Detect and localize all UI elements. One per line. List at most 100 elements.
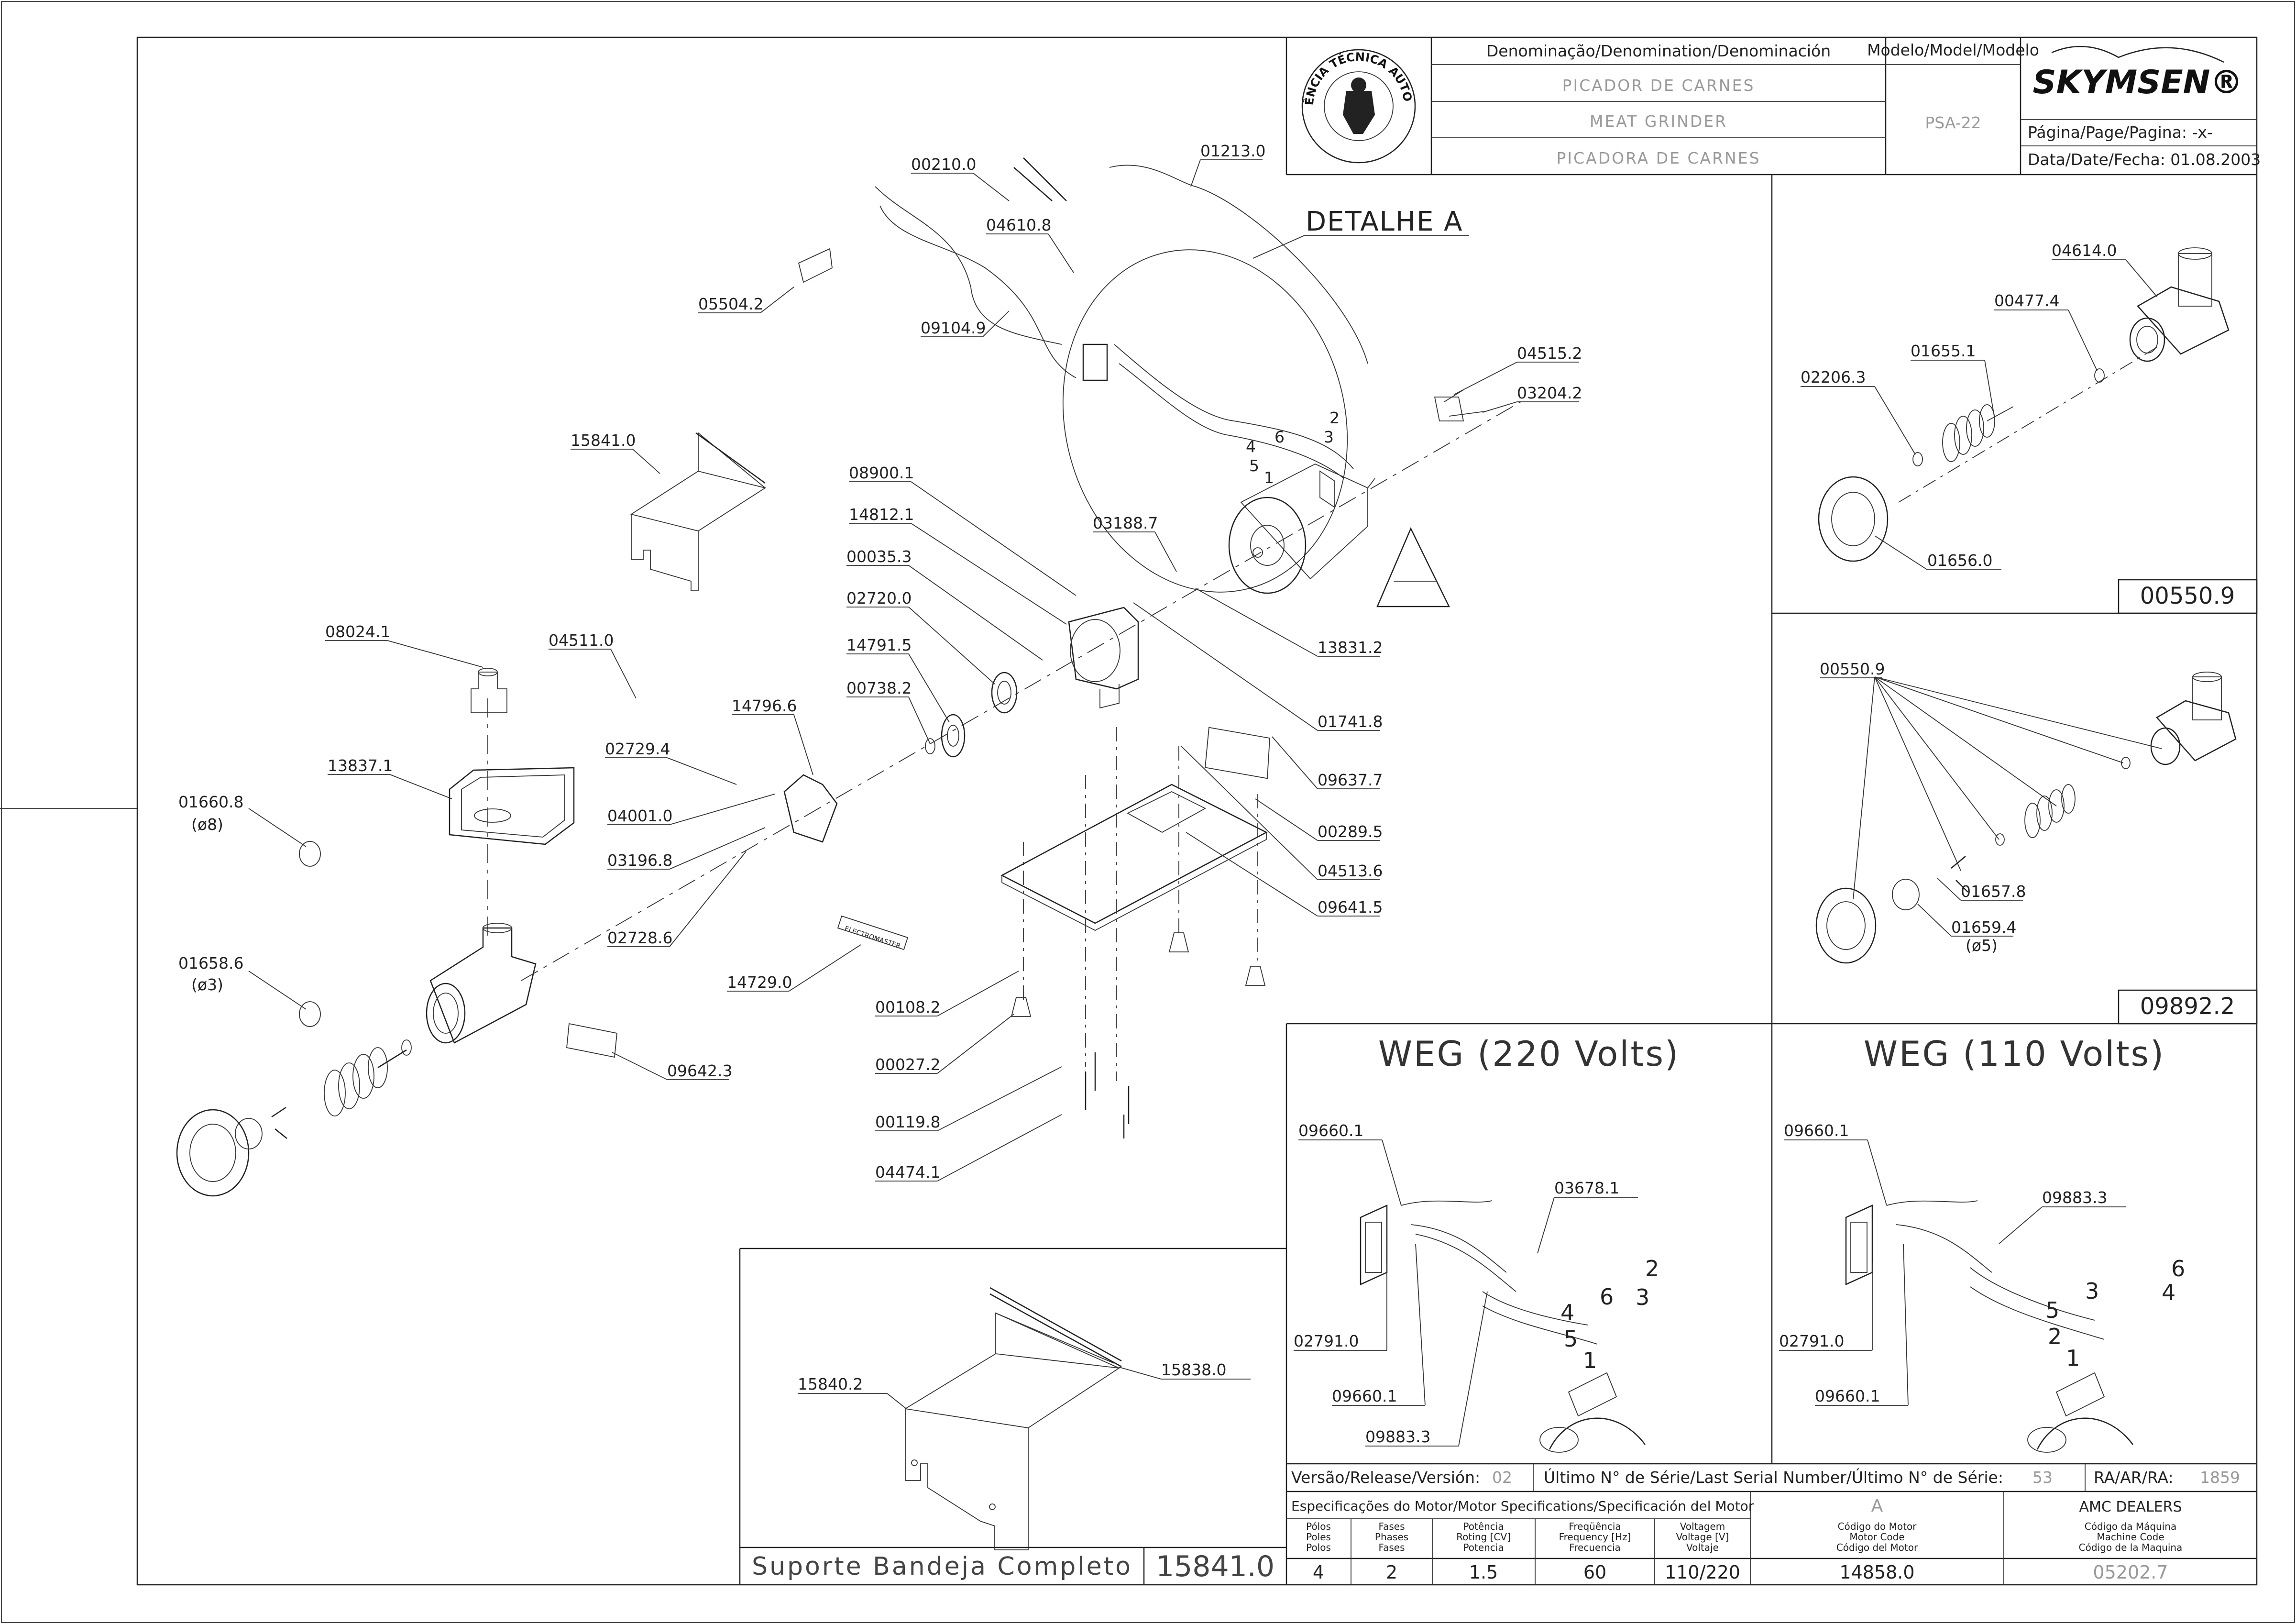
- callout: 00289.5: [1255, 798, 1383, 841]
- svg-text:(ø8): (ø8): [191, 815, 223, 834]
- svg-text:1: 1: [1583, 1348, 1597, 1373]
- svg-text:03196.8: 03196.8: [607, 851, 672, 870]
- svg-text:14729.0: 14729.0: [727, 973, 792, 992]
- callout: 01213.0: [1190, 142, 1265, 187]
- svg-text:3: 3: [2085, 1278, 2099, 1304]
- svg-text:Poles: Poles: [1306, 1531, 1331, 1543]
- callout: 09637.7: [1272, 736, 1383, 789]
- svg-text:01213.0: 01213.0: [1200, 142, 1265, 160]
- svg-text:Machine Code: Machine Code: [2097, 1531, 2164, 1543]
- callout: 01656.0: [1874, 535, 2001, 570]
- callout: 09883.3: [1365, 1291, 1488, 1447]
- callout: 08900.1: [849, 464, 1077, 596]
- support-panel: [739, 1248, 1286, 1585]
- spec-table-text: Versão/Release/Versión: 02 Último N° de …: [1291, 1468, 2240, 1583]
- svg-text:14796.6: 14796.6: [732, 696, 797, 715]
- meat-pusher: [471, 672, 507, 713]
- svg-text:03678.1: 03678.1: [1554, 1179, 1619, 1197]
- svg-text:Código do Motor: Código do Motor: [1838, 1521, 1917, 1532]
- knife: [271, 1106, 287, 1139]
- svg-text:00738.2: 00738.2: [846, 679, 912, 697]
- machine-code-value: 05202.7: [2093, 1562, 2168, 1583]
- kit2-code-box: [2118, 989, 2258, 1025]
- callout: 00738.2: [846, 679, 931, 744]
- svg-text:2: 2: [1645, 1256, 1659, 1282]
- svg-text:00477.4: 00477.4: [1994, 291, 2059, 310]
- callout: 09642.3: [612, 1052, 732, 1080]
- svg-text:Código da Máquina: Código da Máquina: [2085, 1521, 2176, 1532]
- kit1-code: 00550.9: [2140, 583, 2235, 609]
- svg-text:04515.2: 04515.2: [1517, 344, 1582, 363]
- model-code: PSA-22: [1925, 113, 1981, 132]
- svg-text:1: 1: [1264, 468, 1274, 487]
- callout: 02720.0: [846, 589, 995, 685]
- flange-plate: [783, 774, 838, 843]
- callout: 03188.7: [1093, 514, 1177, 572]
- logo-swoosh: [2051, 45, 2224, 63]
- svg-text:00210.0: 00210.0: [911, 155, 976, 174]
- svg-text:00027.2: 00027.2: [875, 1055, 940, 1074]
- kit2-panel: [1815, 672, 2237, 964]
- svg-text:14791.5: 14791.5: [846, 636, 912, 654]
- detail-a-wire-numbers: 2 3 6 4 5 1: [1246, 409, 1340, 487]
- svg-text:6: 6: [1274, 428, 1285, 446]
- gear-small: [941, 714, 966, 758]
- assembly-axis: [521, 401, 1521, 981]
- plate-3mm: [299, 1001, 321, 1027]
- poles-value: 4: [1313, 1562, 1324, 1583]
- detail-a-marker: [1376, 527, 1450, 608]
- callout: 09883.3: [1999, 1188, 2126, 1244]
- kit1-panel: [1818, 247, 2230, 562]
- svg-text:15838.0: 15838.0: [1161, 1360, 1226, 1379]
- svg-text:14812.1: 14812.1: [849, 505, 914, 524]
- svg-text:02720.0: 02720.0: [846, 589, 912, 608]
- svg-text:02206.3: 02206.3: [1801, 368, 1866, 387]
- ring-nut: [176, 1109, 250, 1197]
- electromaster-label: ELECTROMASTER: [844, 925, 901, 950]
- svg-text:09883.3: 09883.3: [1365, 1427, 1430, 1446]
- svg-text:Fases: Fases: [1378, 1521, 1405, 1532]
- svg-text:02791.0: 02791.0: [1779, 1332, 1844, 1350]
- name-en: MEAT GRINDER: [1590, 112, 1727, 131]
- serial-value: 53: [2032, 1468, 2053, 1487]
- callout: 02728.6: [607, 851, 747, 947]
- denomination-header: Denominação/Denomination/Denominación: [1486, 42, 1831, 60]
- svg-text:2: 2: [1329, 409, 1340, 427]
- callout: 14812.1: [849, 505, 1067, 625]
- kit2-callouts: 00550.9 01657.8 01659.4(ø5) 09892.2: [1820, 660, 2235, 1020]
- svg-text:01655.1: 01655.1: [1911, 342, 1976, 360]
- svg-text:Código de la Maquina: Código de la Maquina: [2079, 1542, 2183, 1553]
- support-code: 15841.0: [1156, 1550, 1274, 1583]
- feed-screw: [324, 1039, 412, 1116]
- support-caption: Suporte Bandeja Completo: [752, 1552, 1132, 1581]
- callout: 13837.1: [328, 756, 452, 799]
- callout: 01741.8: [1133, 602, 1383, 731]
- callout: 00477.4: [1994, 291, 2098, 371]
- callout: 01658.6(ø3): [178, 954, 307, 1010]
- svg-text:09660.1: 09660.1: [1815, 1387, 1880, 1405]
- callout: 03196.8: [607, 827, 766, 870]
- svg-text:Potência: Potência: [1463, 1521, 1504, 1532]
- phases-value: 2: [1386, 1562, 1397, 1583]
- callout: 09660.1: [1298, 1121, 1402, 1206]
- name-pt: PICADOR DE CARNES: [1562, 76, 1755, 95]
- support-callouts: 15840.2 15838.0 Suporte Bandeja Completo…: [752, 1360, 1274, 1583]
- svg-text:00108.2: 00108.2: [875, 998, 940, 1016]
- weg-110-title: WEG (110 Volts): [1864, 1034, 2165, 1074]
- svg-text:09883.3: 09883.3: [2042, 1188, 2107, 1207]
- svg-text:04001.0: 04001.0: [607, 806, 672, 825]
- callout: 15838.0: [1119, 1360, 1251, 1380]
- ra-label: RA/AR/RA:: [2094, 1468, 2174, 1487]
- svg-text:Motor Code: Motor Code: [1849, 1531, 1904, 1543]
- svg-text:01658.6: 01658.6: [178, 954, 243, 972]
- title-block: Denominação/Denomination/Denominación Mo…: [0, 0, 2261, 176]
- svg-text:08900.1: 08900.1: [849, 464, 914, 482]
- callout: 02206.3: [1801, 368, 1916, 455]
- svg-text:6: 6: [2171, 1256, 2185, 1282]
- callout: 08024.1: [325, 622, 483, 668]
- switch-detail: [1082, 343, 1108, 381]
- svg-text:09637.7: 09637.7: [1318, 771, 1383, 789]
- svg-text:02729.4: 02729.4: [605, 740, 670, 758]
